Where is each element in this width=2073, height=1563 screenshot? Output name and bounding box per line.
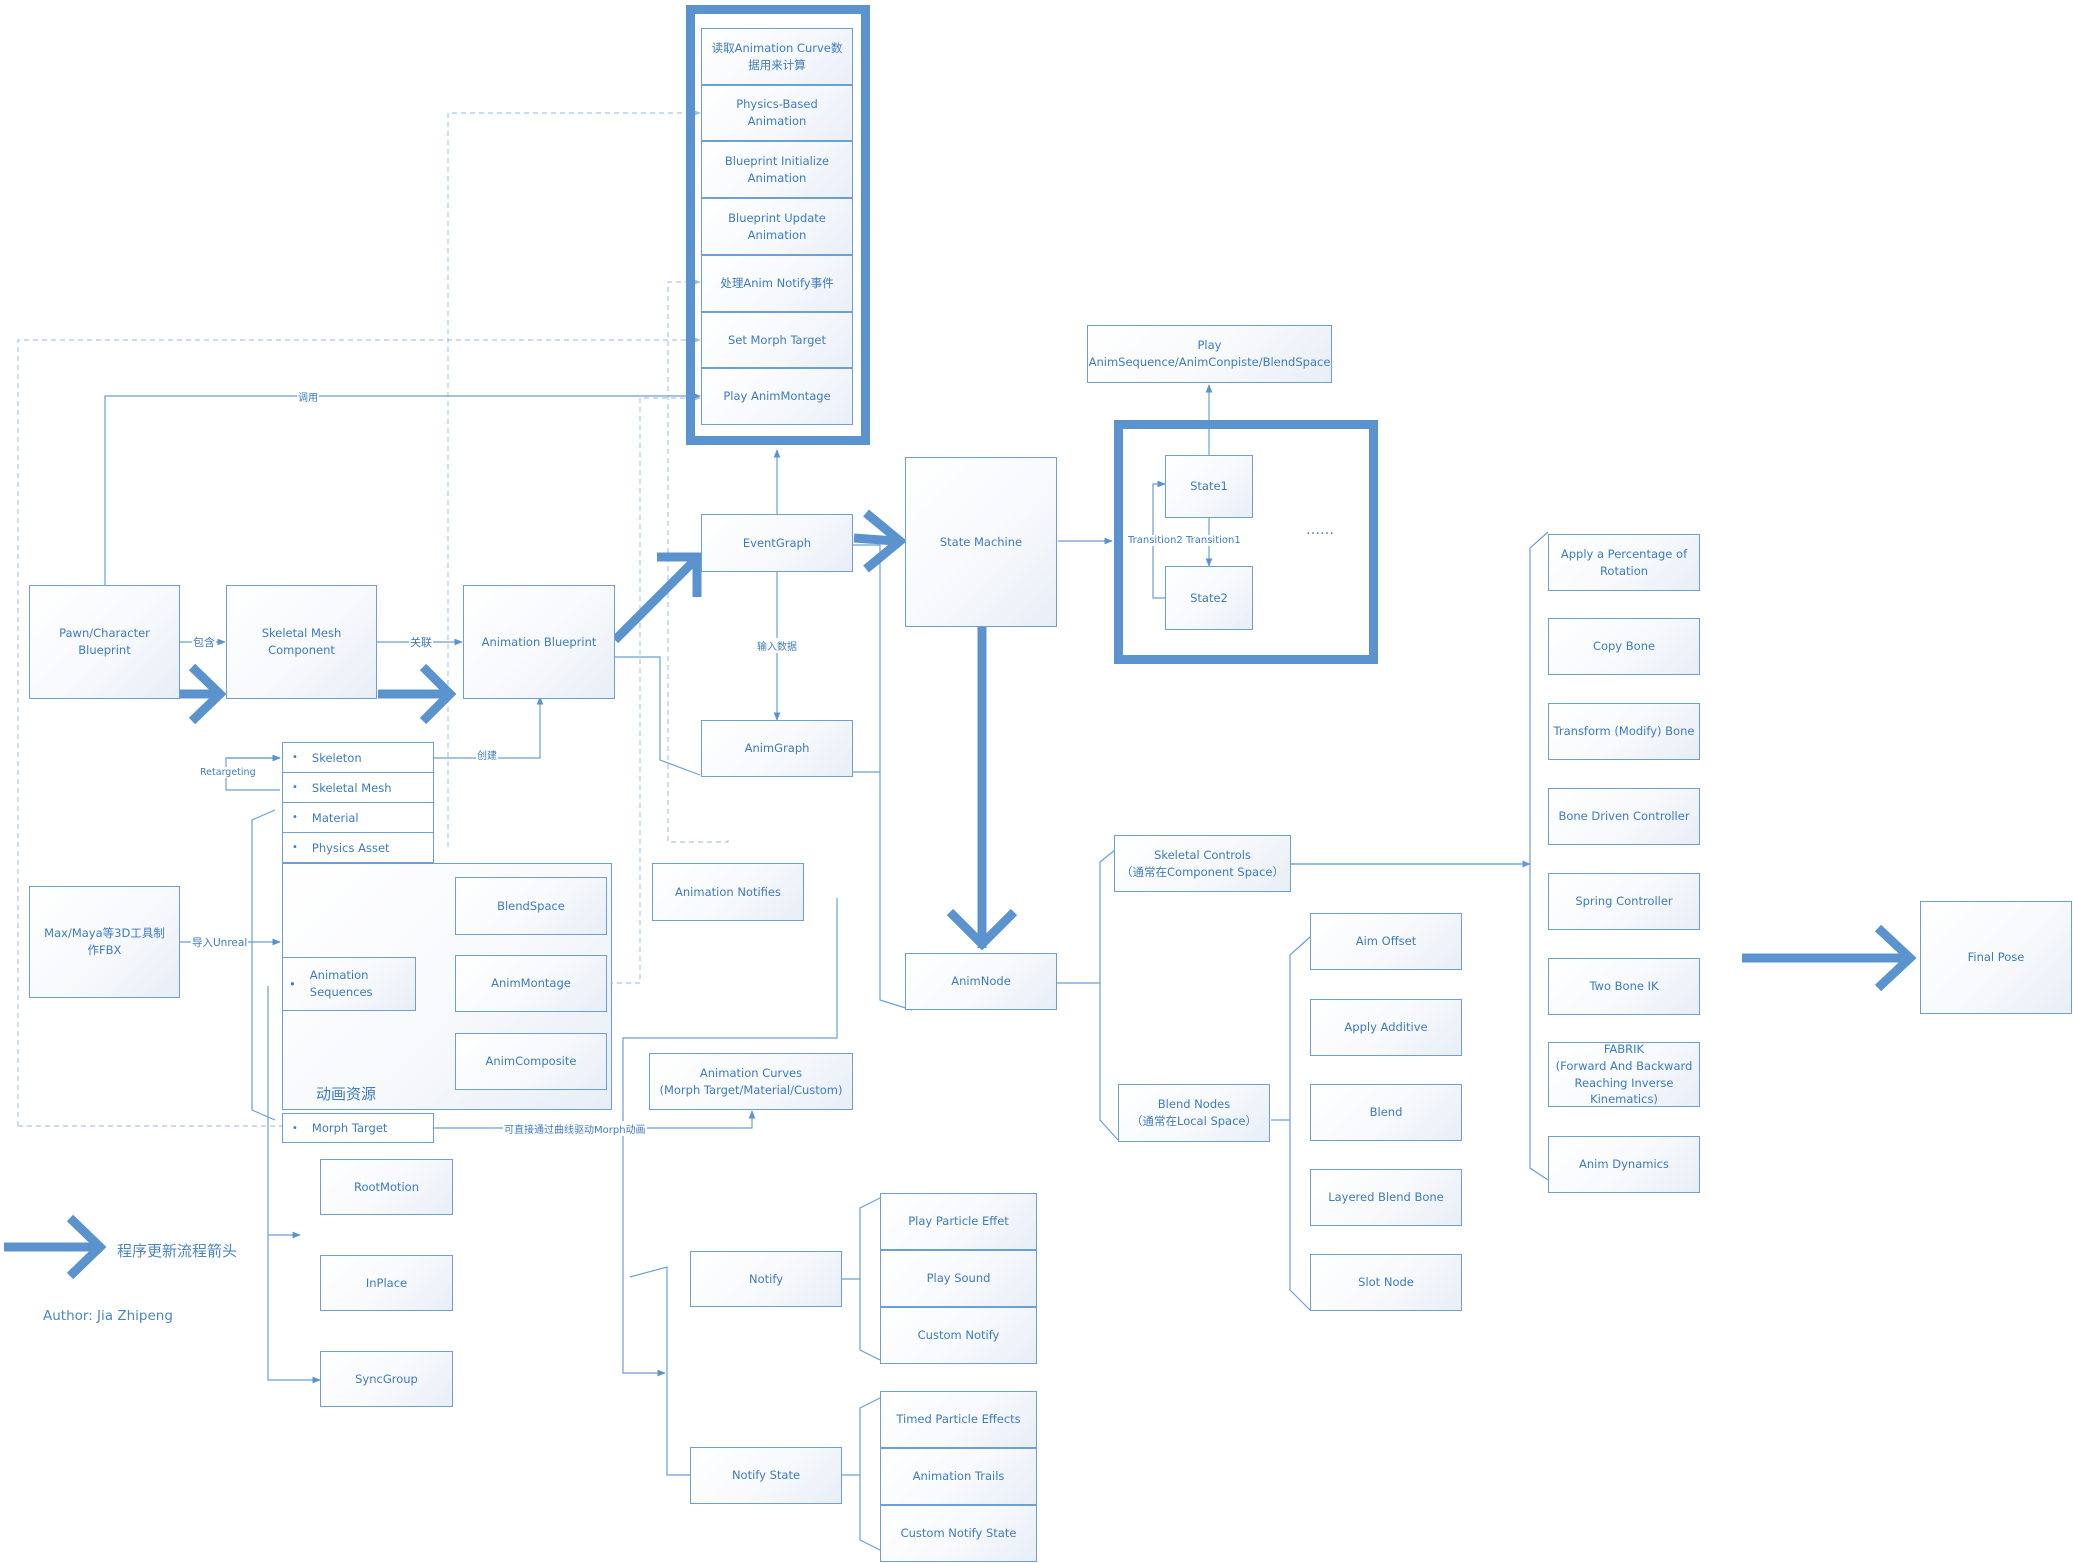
animation-curves-box[interactable]: Animation Curves (Morph Target/Material/…: [649, 1053, 853, 1110]
asset-item-label: Skeletal Mesh: [311, 780, 392, 795]
skeletal-control-child-4[interactable]: Bone Driven Controller: [1548, 788, 1700, 845]
blend-node-child-4[interactable]: Layered Blend Bone: [1310, 1169, 1462, 1226]
animation-blueprint-box[interactable]: Animation Blueprint: [463, 585, 615, 699]
state-machine-frame: [1114, 420, 1378, 664]
create-label: 创建: [476, 747, 498, 762]
morph-target-bullet: •: [292, 1122, 298, 1134]
retargeting-label: Retargeting: [199, 767, 257, 778]
skeletal-control-child-3[interactable]: Transform (Modify) Bone: [1548, 703, 1700, 760]
skeletal-control-child-1[interactable]: Apply a Percentage of Rotation: [1548, 534, 1700, 591]
animation-sequences-box[interactable]: • Animation Sequences: [282, 957, 416, 1011]
blend-node-child-2[interactable]: Apply Additive: [1310, 999, 1462, 1056]
skeletal-control-child-5[interactable]: Spring Controller: [1548, 873, 1700, 930]
asset-item-2[interactable]: • Skeletal Mesh: [282, 772, 434, 803]
anim-graph-box[interactable]: AnimGraph: [701, 720, 853, 777]
state-machine-box[interactable]: State Machine: [905, 457, 1057, 627]
event-graph-functions-frame: [686, 5, 870, 445]
transition1-label: Transition1: [1185, 535, 1242, 546]
asset-bullet: •: [292, 842, 298, 853]
skeletal-control-child-6[interactable]: Two Bone IK: [1548, 958, 1700, 1015]
anim-resources-label: 动画资源: [316, 1085, 377, 1104]
transition2-label: Transition2: [1127, 535, 1184, 546]
event-graph-function-3[interactable]: Blueprint Initialize Animation: [701, 141, 853, 198]
event-graph-function-6[interactable]: Set Morph Target: [701, 312, 853, 368]
skeletal-control-child-8[interactable]: Anim Dynamics: [1548, 1136, 1700, 1193]
root-motion-box[interactable]: RootMotion: [320, 1159, 453, 1215]
asset-item-1[interactable]: • Skeleton: [282, 742, 434, 773]
notify-state-box[interactable]: Notify State: [690, 1447, 842, 1504]
blend-node-child-5[interactable]: Slot Node: [1310, 1254, 1462, 1311]
event-graph-function-1[interactable]: 读取Animation Curve数 据用来计算: [701, 28, 853, 85]
notify-state-child-3[interactable]: Custom Notify State: [880, 1505, 1037, 1562]
animation-sequences-bullet: •: [289, 976, 296, 991]
blend-node-child-3[interactable]: Blend: [1310, 1084, 1462, 1141]
event-graph-box[interactable]: EventGraph: [701, 514, 853, 572]
anim-node-box[interactable]: AnimNode: [905, 953, 1057, 1010]
skeletal-control-child-2[interactable]: Copy Bone: [1548, 618, 1700, 675]
anim-composite-box[interactable]: AnimComposite: [455, 1033, 607, 1090]
input-data-label: 输入数据: [756, 638, 798, 653]
in-place-box[interactable]: InPlace: [320, 1255, 453, 1311]
import-unreal-label: 导入Unreal: [191, 935, 249, 950]
event-graph-function-5[interactable]: 处理Anim Notify事件: [701, 255, 853, 312]
state1-box[interactable]: State1: [1165, 455, 1253, 518]
notify-child-3[interactable]: Custom Notify: [880, 1307, 1037, 1364]
max-maya-fbx-box[interactable]: Max/Maya等3D工具制 作FBX: [29, 886, 180, 998]
animation-notifies-box[interactable]: Animation Notifies: [652, 863, 804, 921]
pawn-character-blueprint-box[interactable]: Pawn/Character Blueprint: [29, 585, 180, 699]
blend-nodes-box[interactable]: Blend Nodes （通常在Local Space）: [1118, 1084, 1270, 1142]
associate-label: 关联: [409, 634, 433, 650]
morph-target-label: Morph Target: [311, 1121, 388, 1135]
asset-bullet: •: [292, 752, 298, 763]
anim-montage-box[interactable]: AnimMontage: [455, 955, 607, 1012]
event-graph-function-7[interactable]: Play AnimMontage: [701, 368, 853, 425]
author-text: Author: Jia Zhipeng: [43, 1308, 173, 1324]
event-graph-function-4[interactable]: Blueprint Update Animation: [701, 198, 853, 255]
asset-item-label: Material: [311, 810, 359, 825]
animation-sequences-label: Animation Sequences: [309, 968, 373, 999]
notify-child-1[interactable]: Play Particle Effet: [880, 1193, 1037, 1250]
play-anim-sequence-box[interactable]: Play AnimSequence/AnimConpiste/BlendSpac…: [1087, 325, 1332, 383]
asset-item-3[interactable]: • Material: [282, 802, 434, 833]
final-pose-box[interactable]: Final Pose: [1920, 901, 2072, 1014]
sync-group-box[interactable]: SyncGroup: [320, 1351, 453, 1407]
more-states-ellipsis: ……: [1306, 522, 1334, 538]
blend-space-box[interactable]: BlendSpace: [455, 877, 607, 935]
notify-state-child-1[interactable]: Timed Particle Effects: [880, 1391, 1037, 1448]
asset-item-4[interactable]: • Physics Asset: [282, 832, 434, 863]
asset-item-label: Physics Asset: [311, 840, 390, 855]
notify-state-child-2[interactable]: Animation Trails: [880, 1448, 1037, 1505]
asset-bullet: •: [292, 782, 298, 793]
blend-node-child-1[interactable]: Aim Offset: [1310, 913, 1462, 970]
notify-child-2[interactable]: Play Sound: [880, 1250, 1037, 1307]
event-graph-function-2[interactable]: Physics-Based Animation: [701, 85, 853, 141]
call-label: 调用: [297, 389, 319, 404]
state2-box[interactable]: State2: [1165, 566, 1253, 630]
skeletal-controls-box[interactable]: Skeletal Controls （通常在Component Space）: [1114, 835, 1291, 892]
asset-item-label: Skeleton: [311, 750, 362, 765]
contains-label: 包含: [192, 634, 216, 650]
legend-text: 程序更新流程箭头: [117, 1242, 238, 1260]
asset-bullet: •: [292, 812, 298, 823]
skeletal-mesh-component-box[interactable]: Skeletal Mesh Component: [226, 585, 377, 699]
notify-box[interactable]: Notify: [690, 1251, 842, 1307]
morph-target-item[interactable]: • Morph Target: [282, 1113, 434, 1143]
curve-drive-morph-label: 可直接通过曲线驱动Morph动画: [503, 1121, 647, 1136]
skeletal-control-child-7[interactable]: FABRIK (Forward And Backward Reaching In…: [1548, 1042, 1700, 1107]
